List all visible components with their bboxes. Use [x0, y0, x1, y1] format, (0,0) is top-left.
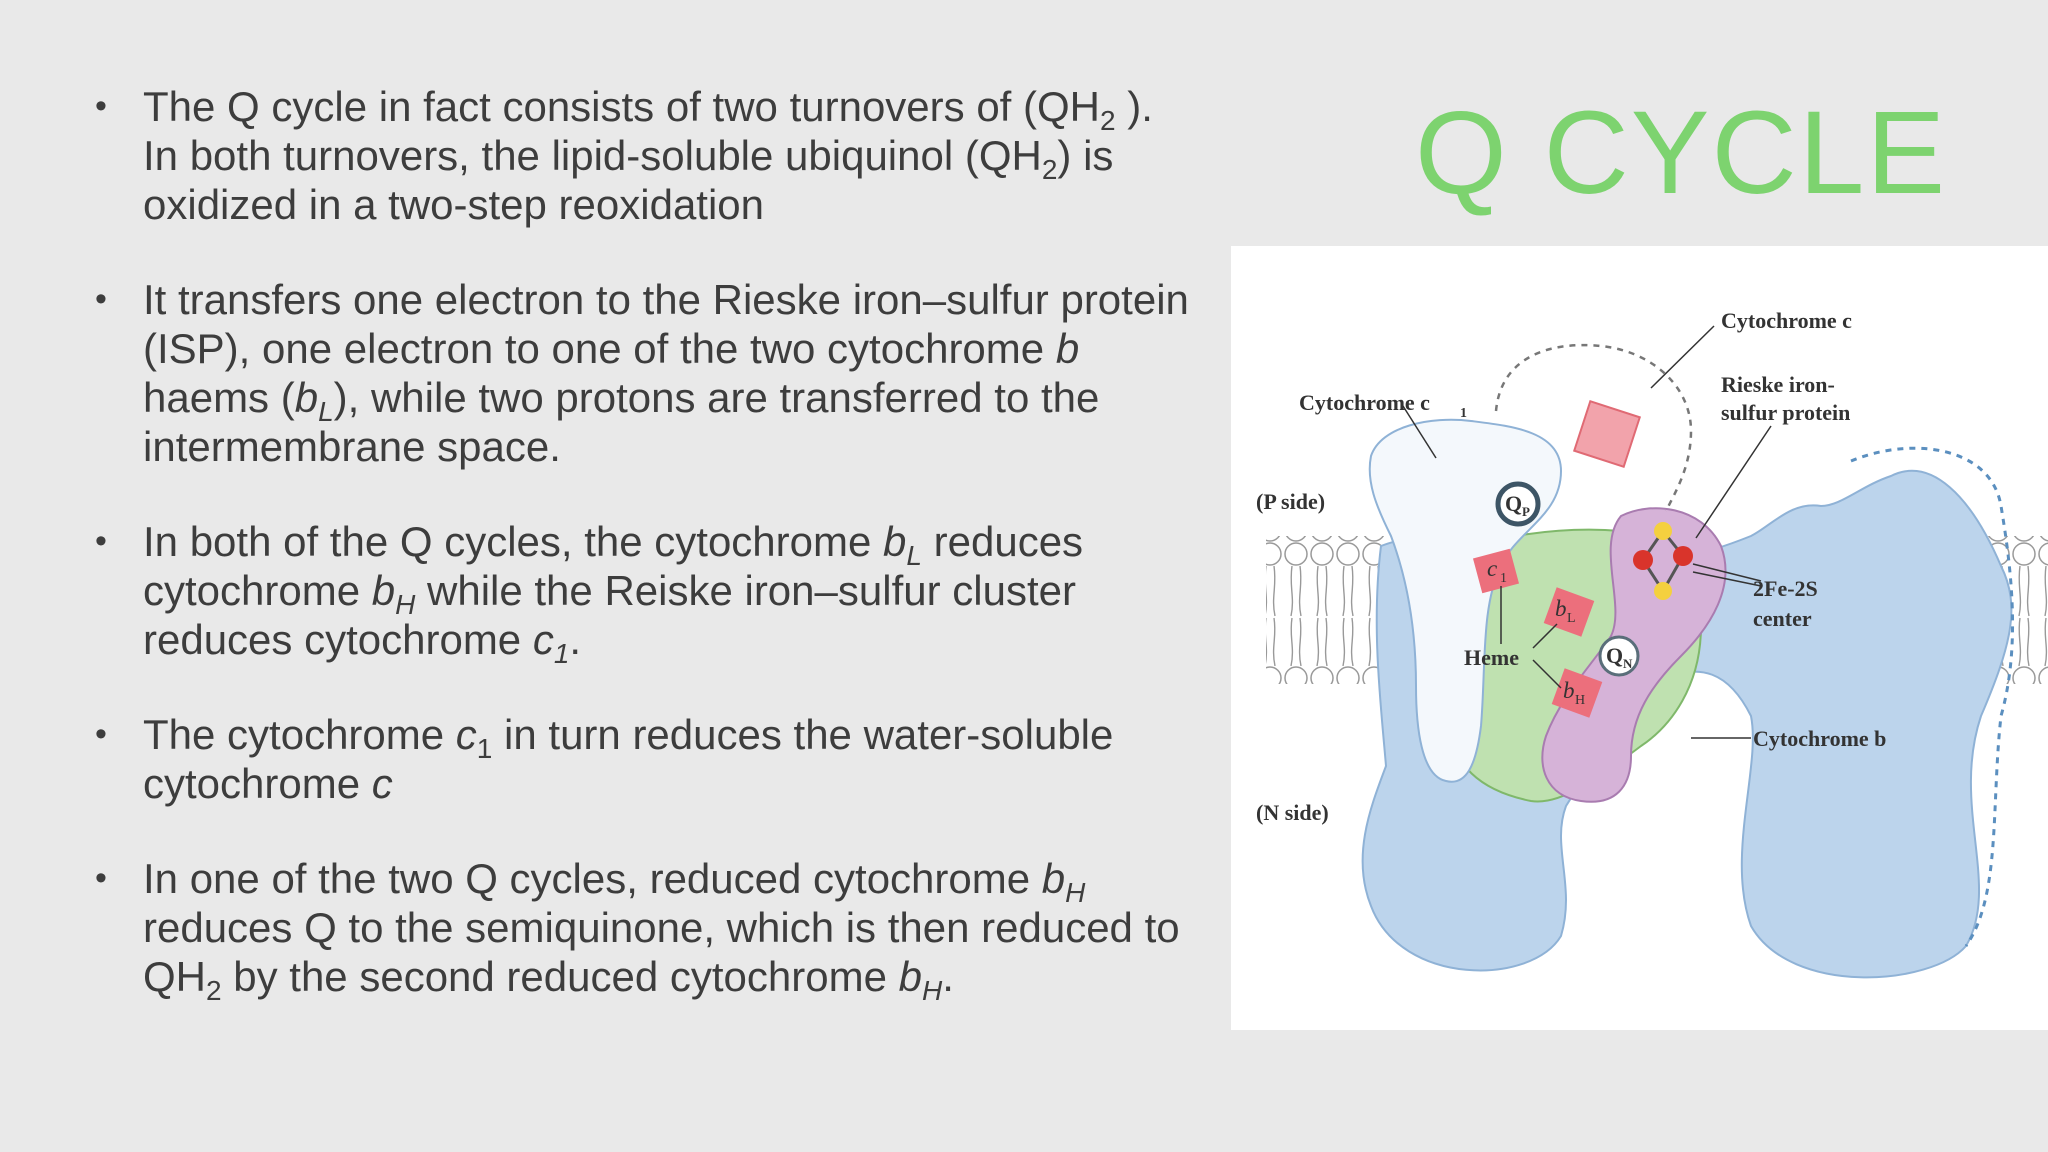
q-cycle-figure: c 1 b L b H Q P Q N — [1231, 246, 2048, 1030]
iron-sulfur-cluster — [1633, 522, 1693, 600]
bullet-text-segment: 2 — [1100, 105, 1116, 136]
bullet-text-segment: . — [569, 616, 582, 663]
label-cytochrome-b: Cytochrome b — [1753, 726, 1886, 751]
bullet-text-segment: The Q cycle in fact consists of two turn… — [143, 83, 1100, 130]
bullet-text-segment: H — [921, 975, 943, 1006]
bullet-text-segment: haems ( — [143, 374, 295, 421]
bullet-text-segment: H — [1065, 877, 1086, 908]
cytochrome-c-dashed — [1494, 343, 1693, 512]
bullet-text-segment: ), while two protons are transferred to … — [143, 374, 1100, 470]
bullet-item: It transfers one electron to the Rieske … — [95, 275, 1195, 471]
bullet-text-segment: b — [294, 374, 319, 421]
heme-c-square — [1572, 399, 1642, 469]
label-n-side: (N side) — [1256, 800, 1329, 825]
bullet-text-segment: in turn reduces the water-soluble cytoch… — [143, 711, 1114, 807]
bullet-text-segment: It transfers one electron to the Rieske … — [143, 276, 1189, 372]
bullet-text-segment: . — [942, 953, 954, 1000]
heme-bh-label: b — [1563, 678, 1575, 703]
qp-label: Q — [1505, 491, 1522, 516]
bullet-list: The Q cycle in fact consists of two turn… — [95, 82, 1195, 1005]
bullet-text-segment: reduces cytochrome — [143, 518, 1084, 614]
bullet-text-segment: L — [906, 540, 922, 571]
bullet-text-segment: b — [883, 518, 907, 565]
bullet-item: In one of the two Q cycles, reduced cyto… — [95, 854, 1195, 1005]
bullet-text-segment: ). In both turnovers, the lipid-soluble … — [143, 83, 1153, 179]
svg-text:H: H — [1575, 693, 1585, 708]
q-cycle-diagram: c 1 b L b H Q P Q N — [1256, 308, 2048, 979]
bullet-item: The Q cycle in fact consists of two turn… — [95, 82, 1195, 229]
bullet-text-segment: b — [1041, 855, 1066, 902]
heme-c1-label: c — [1487, 556, 1497, 581]
bullet-text-segment: c — [532, 616, 554, 663]
bullet-text-segment: H — [395, 589, 416, 620]
leader-lines — [1402, 325, 1772, 739]
bullet-text-segment: 1 — [553, 638, 570, 669]
bullet-text-segment: 1 — [476, 733, 493, 764]
svg-text:1: 1 — [1460, 406, 1467, 421]
qp-site — [1495, 481, 1541, 527]
label-cytochrome-c: Cytochrome c — [1721, 308, 1852, 333]
bullet-text-segment: In both of the Q cycles, the cytochrome — [143, 518, 884, 565]
bullet-text-segment: c — [455, 711, 477, 758]
bullet-text-segment: L — [318, 396, 334, 427]
bullet-text-segment: The cytochrome — [143, 711, 456, 758]
qn-site — [1598, 635, 1640, 677]
bullet-text-segment: reduces Q to the semiquinone, which is t… — [143, 904, 1180, 1000]
slide-title: Q CYCLE — [1415, 87, 1948, 219]
bullet-text-segment: c — [371, 760, 393, 807]
bullet-text-segment: while the Reiske iron–sulfur cluster red… — [143, 567, 1076, 663]
label-center-2: center — [1753, 606, 1812, 631]
bullet-text-segment: b — [898, 953, 922, 1000]
bullet-item: In both of the Q cycles, the cytochrome … — [95, 517, 1195, 668]
qn-label: Q — [1606, 643, 1623, 668]
bullet-text-segment: b — [371, 567, 396, 614]
label-cytochrome-c1: Cytochrome c — [1299, 390, 1430, 415]
label-rieske-2: sulfur protein — [1721, 400, 1850, 425]
label-rieske-1: Rieske iron- — [1721, 372, 1835, 397]
svg-text:1: 1 — [1500, 571, 1507, 586]
heme-bh-square — [1551, 668, 1603, 718]
bullet-text-segment: 2 — [206, 975, 222, 1006]
label-center-1: 2Fe-2S — [1753, 576, 1818, 601]
bullet-text-segment: ) is oxidized in a two-step reoxidation — [143, 132, 1114, 228]
label-p-side: (P side) — [1256, 489, 1325, 514]
bullet-item: The cytochrome c1 in turn reduces the wa… — [95, 710, 1195, 808]
svg-text:L: L — [1567, 611, 1576, 626]
heme-bl-label: b — [1555, 596, 1567, 621]
svg-text:P: P — [1522, 504, 1530, 519]
bullet-text-segment: by the second reduced cytochrome — [221, 953, 899, 1000]
bullet-text-segment: b — [1055, 325, 1080, 372]
bullet-text-segment: In one of the two Q cycles, reduced cyto… — [143, 855, 1042, 902]
heme-c1-square — [1472, 548, 1520, 594]
svg-text:N: N — [1623, 656, 1633, 671]
bullet-text-segment: 2 — [1041, 154, 1058, 185]
label-heme: Heme — [1464, 645, 1519, 670]
